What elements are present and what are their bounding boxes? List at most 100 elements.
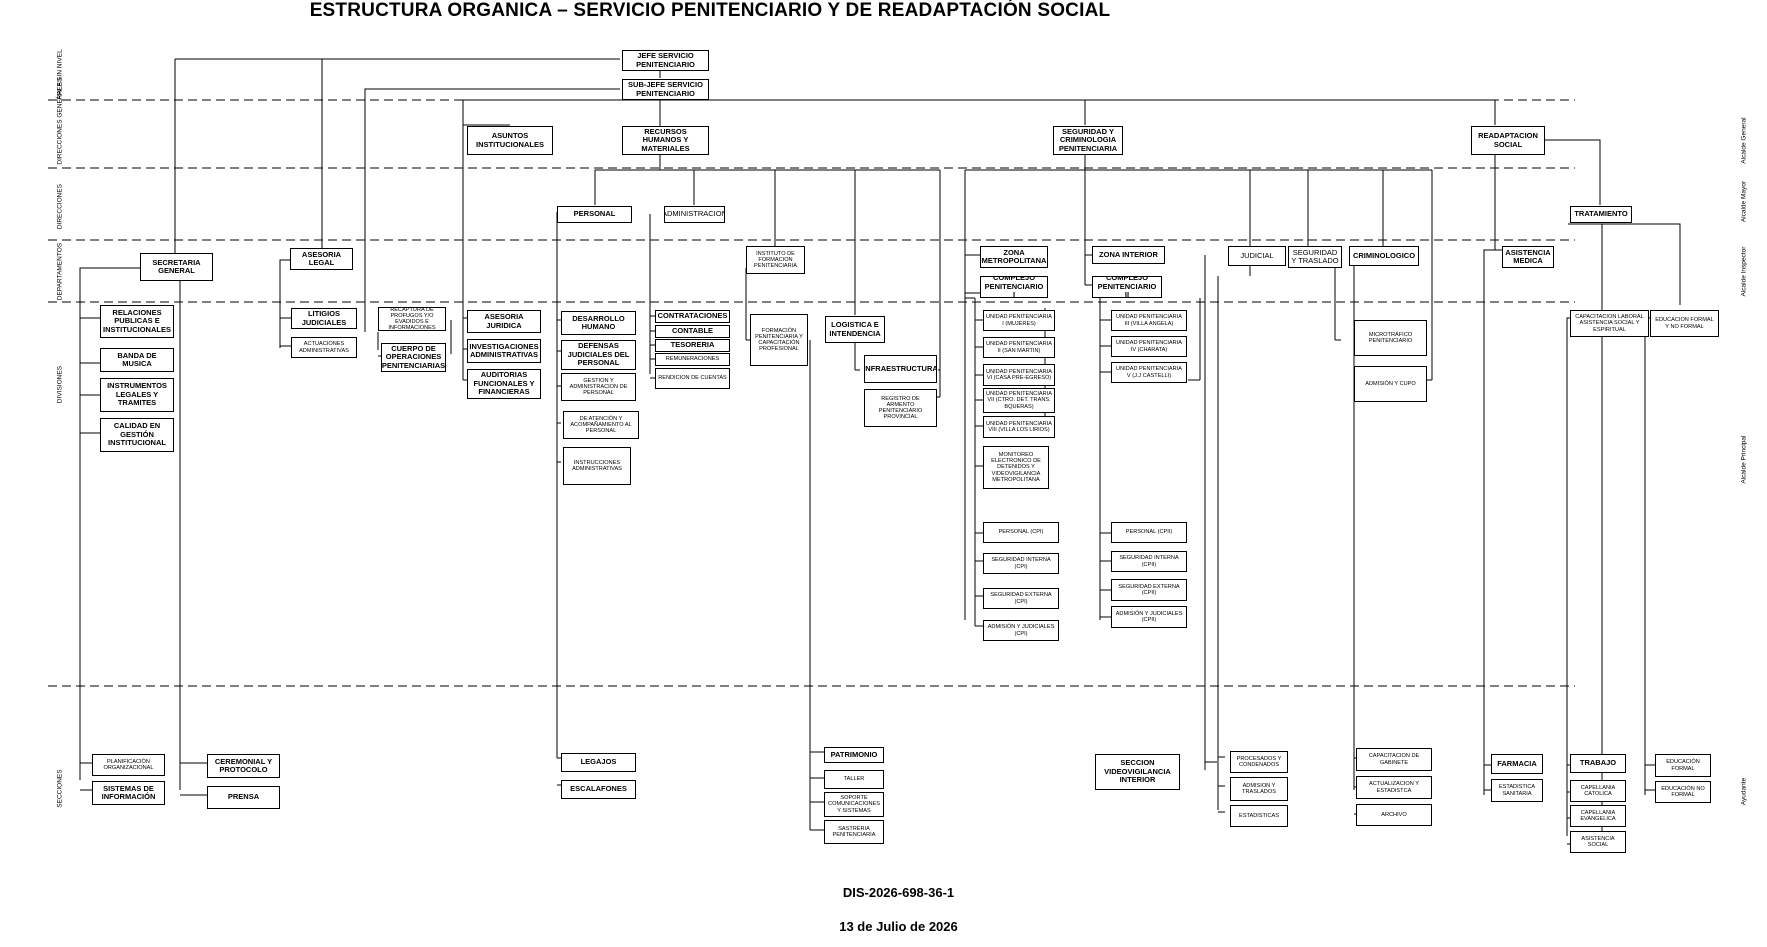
node-instituto-formacion[interactable]: INSTITUTO DE FORMACION PENITENCIARIA <box>746 246 805 274</box>
node-estadistica-sanitaria[interactable]: ESTADISTICA SANITARIA <box>1491 779 1543 802</box>
node-educacion-no-formal[interactable]: EDUCACIÓN NO FORMAL <box>1655 781 1711 803</box>
node-unidad-penitenciaria-4[interactable]: UNIDAD PENITENCIARIA IV (CHARATA) <box>1111 336 1187 357</box>
node-archivo[interactable]: ARCHIVO <box>1356 804 1432 826</box>
node-seccion-videovigilancia[interactable]: SECCION VIDEOVIGILANCIA INTERIOR <box>1095 754 1180 790</box>
node-personal-cpi[interactable]: PERSONAL (CPI) <box>983 522 1059 543</box>
node-criminologico[interactable]: CRIMINOLOGICO <box>1349 246 1419 266</box>
node-seguridad-interna-cpii[interactable]: SEGURIDAD INTERNA (CPII) <box>1111 551 1187 572</box>
node-auditorias-funcionales[interactable]: AUDITORIAS FUNCIONALES Y FINANCIERAS <box>467 369 541 399</box>
level-label-ayudante: Ayudante <box>1740 777 1748 806</box>
node-admision-judiciales-cpii[interactable]: ADMISIÓN Y JUDICIALES (CPII) <box>1111 606 1187 628</box>
node-educacion-formal-no-formal[interactable]: EDUCACION FORMAL Y NO FORMAL <box>1650 310 1719 337</box>
node-capacitacion-gabinete[interactable]: CAPACITACION DE GABINETE <box>1356 748 1432 771</box>
node-calidad-gestion[interactable]: CALIDAD EN GESTIÓN INSTITUCIONAL <box>100 418 174 452</box>
level-label-direcciones-generales: DIRECCIONES GENERALES <box>56 77 64 165</box>
node-readaptacion-social[interactable]: READAPTACION SOCIAL <box>1471 126 1545 155</box>
node-sistemas-informacion[interactable]: SISTEMAS DE INFORMACIÓN <box>92 781 165 805</box>
node-seguridad-externa-cpi[interactable]: SEGURIDAD EXTERNA (CPI) <box>983 588 1059 609</box>
node-prensa[interactable]: PRENSA <box>207 786 280 809</box>
node-seguridad-externa-cpii[interactable]: SEGURIDAD EXTERNA (CPII) <box>1111 579 1187 601</box>
node-banda-musica[interactable]: BANDA DE MUSICA <box>100 348 174 372</box>
node-ceremonial-protocolo[interactable]: CEREMONIAL Y PROTOCOLO <box>207 754 280 778</box>
node-remuneraciones[interactable]: REMUNERACIONES <box>655 353 730 366</box>
level-label-secciones: SECCIONES <box>56 769 64 808</box>
node-personal[interactable]: PERSONAL <box>557 206 632 223</box>
node-farmacia[interactable]: FARMACIA <box>1491 754 1543 774</box>
node-relaciones-publicas[interactable]: RELACIONES PUBLICAS E INSTITUCIONALES <box>100 305 174 338</box>
node-legajos[interactable]: LEGAJOS <box>561 753 636 772</box>
level-label-divisiones: DIVISIONES <box>56 365 64 404</box>
page-title: ESTRUCTURA ORGANICA – SERVICIO PENITENCI… <box>309 0 1111 21</box>
node-asesoria-juridica[interactable]: ASESORIA JURIDICA <box>467 310 541 333</box>
node-admision-cupo[interactable]: ADMISIÓN Y CUPO <box>1354 366 1427 402</box>
node-contrataciones[interactable]: CONTRATACIONES <box>655 310 730 323</box>
node-seguridad-interna-cpi[interactable]: SEGURIDAD INTERNA (CPI) <box>983 553 1059 574</box>
node-unidad-penitenciaria-6[interactable]: UNIDAD PENITENCIARIA VI (CASA PRE-EGRESO… <box>983 364 1055 386</box>
node-monitoreo-electronico[interactable]: MONITOREO ELECTRONICO DE DETENIDOS Y VID… <box>983 446 1049 489</box>
node-zona-interior[interactable]: ZONA INTERIOR <box>1092 246 1165 264</box>
node-formacion-penitenciaria[interactable]: FORMACIÓN PENITENCIARIA Y CAPACITACIÓN P… <box>750 314 808 366</box>
node-educacion-formal[interactable]: EDUCACIÓN FORMAL <box>1655 754 1711 777</box>
node-litigios-judiciales[interactable]: LITIGIOS JUDICIALES <box>291 308 357 329</box>
node-asuntos-institucionales[interactable]: ASUNTOS INSTITUCIONALES <box>467 126 553 155</box>
level-label-departamentos: DEPARTAMENTOS <box>56 242 64 301</box>
node-trabajo[interactable]: TRABAJO <box>1570 754 1626 773</box>
node-infraestructura[interactable]: INFRAESTRUCTURA <box>864 355 937 383</box>
node-procesados-condenados[interactable]: PROCESADOS Y CONDENADOS <box>1230 751 1288 773</box>
node-recaptura-profugos[interactable]: RECAPTURA DE PROFUGOS Y/O EVADIDOS E INF… <box>378 307 446 331</box>
node-gestion-administracion-personal[interactable]: GESTION Y ADMINISTRACION DE PERSONAL <box>561 373 636 401</box>
node-sastreria-penitenciaria[interactable]: SASTRERIA PENITENCIARIA <box>824 820 884 844</box>
node-capellania-evangelica[interactable]: CAPELLANIA EVANGELICA <box>1570 805 1626 827</box>
node-tesoreria[interactable]: TESORERIA <box>655 339 730 352</box>
node-atencion-acompanamiento[interactable]: DE ATENCIÓN Y ACOMPAÑAMIENTO AL PERSONAL <box>563 411 639 439</box>
level-label-alcalde-inspector: Alcalde Inspector <box>1740 246 1748 297</box>
node-defensas-judiciales[interactable]: DEFENSAS JUDICIALES DEL PERSONAL <box>561 340 636 370</box>
node-tratamiento[interactable]: TRATAMIENTO <box>1570 206 1632 223</box>
node-subjefe-servicio[interactable]: SUB-JEFE SERVICIO PENITENCIARIO <box>622 79 709 100</box>
node-admision-traslados[interactable]: ADMISION Y TRASLADOS <box>1230 777 1288 801</box>
node-complejo-penitenciario-1[interactable]: COMPLEJO PENITENCIARIO I <box>980 276 1048 298</box>
node-complejo-penitenciario-2[interactable]: COMPLEJO PENITENCIARIO II <box>1092 276 1162 298</box>
node-microtrafico[interactable]: MICROTRÁFICO PENITENCIARIO <box>1354 320 1427 356</box>
node-asistencia-medica[interactable]: ASISTENCIA MEDICA <box>1502 246 1554 268</box>
node-unidad-penitenciaria-5[interactable]: UNIDAD PENITENCIARIA V (J.J CASTELLI) <box>1111 362 1187 383</box>
node-soporte-comunicaciones[interactable]: SOPORTE COMUNICACIONES Y SISTEMAS <box>824 792 884 817</box>
node-instrucciones-administrativas[interactable]: INSTRUCCIONES ADMINISTRATIVAS <box>563 447 631 485</box>
node-capellania-catolica[interactable]: CAPELLANIA CATOLICA <box>1570 780 1626 802</box>
node-unidad-penitenciaria-8[interactable]: UNIDAD PENITENCIARIA VIII (VILLA LOS LIR… <box>983 416 1055 438</box>
node-rendicion-cuentas[interactable]: RENDICION DE CUENTAS <box>655 368 730 389</box>
node-personal-cpii[interactable]: PERSONAL (CPII) <box>1111 522 1187 543</box>
node-asesoria-legal[interactable]: ASESORIA LEGAL <box>290 248 353 270</box>
node-secretaria-general[interactable]: SECRETARIA GENERAL <box>140 253 213 281</box>
node-logistica-intendencia[interactable]: LOGISTICA E INTENDENCIA <box>825 316 885 343</box>
node-admision-judiciales-cpi[interactable]: ADMISIÓN Y JUDICIALES (CPI) <box>983 620 1059 641</box>
node-actualizacion-estadistica[interactable]: ACTUALIZACION Y ESTADISTCA <box>1356 776 1432 799</box>
node-estadisticas[interactable]: ESTADISTICAS <box>1230 805 1288 827</box>
node-escalafones[interactable]: ESCALAFONES <box>561 780 636 799</box>
node-planificacion-organizacional[interactable]: PLANIFICACIÓN ORGANIZACIONAL <box>92 754 165 776</box>
node-zona-metropolitana[interactable]: ZONA METROPOLITANA <box>980 246 1048 268</box>
node-judicial[interactable]: JUDICIAL <box>1228 246 1286 266</box>
node-seguridad-traslado[interactable]: SEGURIDAD Y TRASLADO <box>1288 246 1342 268</box>
node-instrumentos-legales[interactable]: INSTRUMENTOS LEGALES Y TRAMITES <box>100 378 174 412</box>
node-patrimonio[interactable]: PATRIMONIO <box>824 747 884 763</box>
node-capacitacion-laboral[interactable]: CAPACITACION LABORAL ASISTENCIA SOCIAL Y… <box>1570 310 1649 337</box>
connector-lines <box>79 58 1681 845</box>
level-separators <box>48 99 1575 687</box>
node-contable[interactable]: CONTABLE <box>655 325 730 338</box>
node-unidad-penitenciaria-1[interactable]: UNIDAD PENITENCIARIA I (MUJERES) <box>983 310 1055 331</box>
node-recursos-humanos[interactable]: RECURSOS HUMANOS Y MATERIALES <box>622 126 709 155</box>
node-asistencia-social[interactable]: ASISTENCIA SOCIAL <box>1570 831 1626 853</box>
node-administracion[interactable]: ADMINISTRACION <box>664 206 725 223</box>
node-unidad-penitenciaria-7[interactable]: UNIDAD PENITENCIARIA VII (CTRO. DET. TRA… <box>983 388 1055 413</box>
node-seguridad-criminologia[interactable]: SEGURIDAD Y CRIMINOLOGIA PENITENCIARIA <box>1053 126 1123 155</box>
node-taller[interactable]: TALLER <box>824 770 884 789</box>
node-unidad-penitenciaria-3[interactable]: UNIDAD PENITENCIARIA III (VILLA ANGELA) <box>1111 310 1187 331</box>
node-cuerpo-operaciones[interactable]: CUERPO DE OPERACIONES PENITENCIARIAS <box>381 343 446 372</box>
node-registro-armento[interactable]: REGISTRO DE ARMENTO PENITENCIARIO PROVIN… <box>864 389 937 427</box>
node-investigaciones-administrativas[interactable]: INVESTIGACIONES ADMINISTRATIVAS <box>467 339 541 363</box>
node-jefe-servicio[interactable]: JEFE SERVICIO PENITENCIARIO <box>622 50 709 71</box>
node-actuaciones-administrativas[interactable]: ACTUACIONES ADMINISTRATIVAS <box>291 337 357 358</box>
node-unidad-penitenciaria-2[interactable]: UNIDAD PENITENCIARIA II (SAN MARTIN) <box>983 337 1055 358</box>
node-desarrollo-humano[interactable]: DESARROLLO HUMANO <box>561 311 636 335</box>
